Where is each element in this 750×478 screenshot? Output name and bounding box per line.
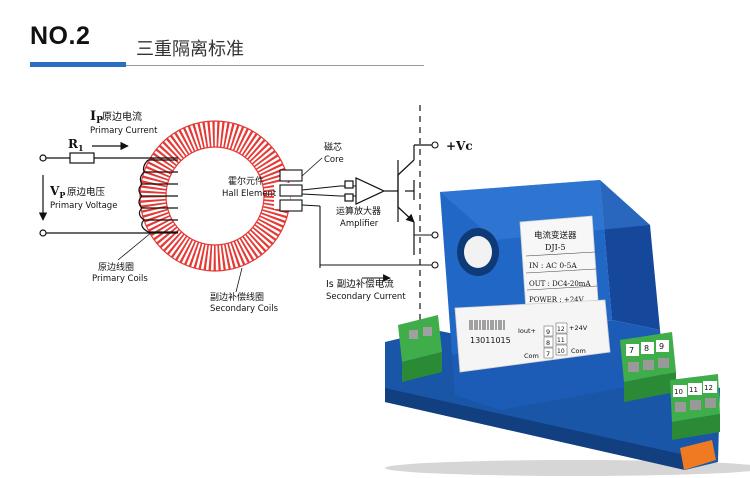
device-input-spec: IN : AC 0-5A xyxy=(529,261,577,270)
hall-label-cn: 霍尔元件 xyxy=(228,175,264,187)
is-label-en: Secondary Current xyxy=(326,292,406,302)
is-label: Is 副边补偿电流 xyxy=(326,278,394,290)
hall-element xyxy=(279,169,303,212)
com-label-2: Com xyxy=(571,347,586,355)
device-output-spec: OUT : DC4-20mA xyxy=(529,280,591,288)
primary-coils-cn: 原边线圈 xyxy=(98,261,134,273)
primary-circuit xyxy=(38,141,178,237)
transistor-pair xyxy=(397,144,432,255)
amp-label-cn: 运算放大器 xyxy=(336,205,381,217)
com-label-1: Com xyxy=(524,352,539,360)
core-label-cn: 磁芯 xyxy=(324,141,342,153)
spec-label: 电流变送器 DJI-5 IN : AC 0-5A OUT : DC4-20mA … xyxy=(519,215,599,311)
barcode xyxy=(469,320,505,330)
is-terminal xyxy=(431,261,439,269)
terminal-block-right-bottom: 10 11 12 xyxy=(670,374,720,440)
amp-label-en: Amplifier xyxy=(340,219,379,229)
ip-symbol: IP xyxy=(90,109,103,126)
pin-11: 11 xyxy=(557,337,565,344)
ip-label-cn: 原边电流 xyxy=(102,110,142,123)
core-leader xyxy=(301,157,323,177)
terminal-label-8: 8 xyxy=(644,344,649,353)
section-header: NO.2 三重隔离标准 xyxy=(0,0,750,70)
serial-number: 13011015 xyxy=(470,336,511,345)
pin-8: 8 xyxy=(546,339,550,347)
primary-coils-en: Primary Coils xyxy=(92,274,148,284)
device-model: DJI-5 xyxy=(545,243,566,252)
ip-label-en: Primary Current xyxy=(90,126,158,136)
pin-9: 9 xyxy=(546,328,550,336)
vc-terminal xyxy=(431,141,439,149)
core-label-en: Core xyxy=(324,155,344,165)
din-latch xyxy=(680,440,716,470)
secondary-coil-leader xyxy=(235,267,243,293)
r1-label: R1 xyxy=(68,137,84,153)
iout-label: Iout+ xyxy=(518,327,536,335)
current-transmitter-device: 电流变送器 DJI-5 IN : AC 0-5A OUT : DC4-20mA … xyxy=(385,180,750,476)
terminal-label-9: 9 xyxy=(659,342,664,351)
hall-label-en: Hall Element xyxy=(222,189,277,199)
device-power-spec: POWER : +24V xyxy=(529,296,585,304)
terminal-label-11: 11 xyxy=(689,386,698,394)
wiring-label: 13011015 Iout+ Com 9 8 7 12 11 10 +24V C… xyxy=(454,299,611,373)
vp-label-cn: 原边电压 xyxy=(67,186,106,198)
header-accent-bar xyxy=(30,62,126,67)
section-title: 三重隔离标准 xyxy=(136,39,244,60)
terminal-label-7: 7 xyxy=(629,346,634,355)
amplifier xyxy=(344,177,398,205)
primary-coil xyxy=(138,159,178,233)
terminal-block-left xyxy=(398,315,442,382)
device-label-title: 电流变送器 xyxy=(534,230,577,241)
plus24-label: +24V xyxy=(569,324,588,332)
terminal-label-10: 10 xyxy=(674,388,683,396)
pin-12: 12 xyxy=(557,326,565,333)
secondary-coils-cn: 副边补偿线圈 xyxy=(210,291,264,303)
primary-coil-leader xyxy=(117,231,153,261)
vp-symbol: VP xyxy=(49,184,65,200)
output-wires xyxy=(320,234,432,266)
header-divider xyxy=(126,65,424,66)
terminal-block-right-top: 7 8 9 xyxy=(620,332,676,402)
vp-label-en: Primary Voltage xyxy=(50,201,117,211)
secondary-coils-en: Secondary Coils xyxy=(210,304,279,314)
output-terminal xyxy=(431,231,439,239)
pin-7: 7 xyxy=(546,350,550,358)
vc-label: +Vc xyxy=(446,139,473,153)
pin-10: 10 xyxy=(557,348,565,355)
section-number: NO.2 xyxy=(30,22,91,50)
terminal-label-12: 12 xyxy=(704,384,713,392)
